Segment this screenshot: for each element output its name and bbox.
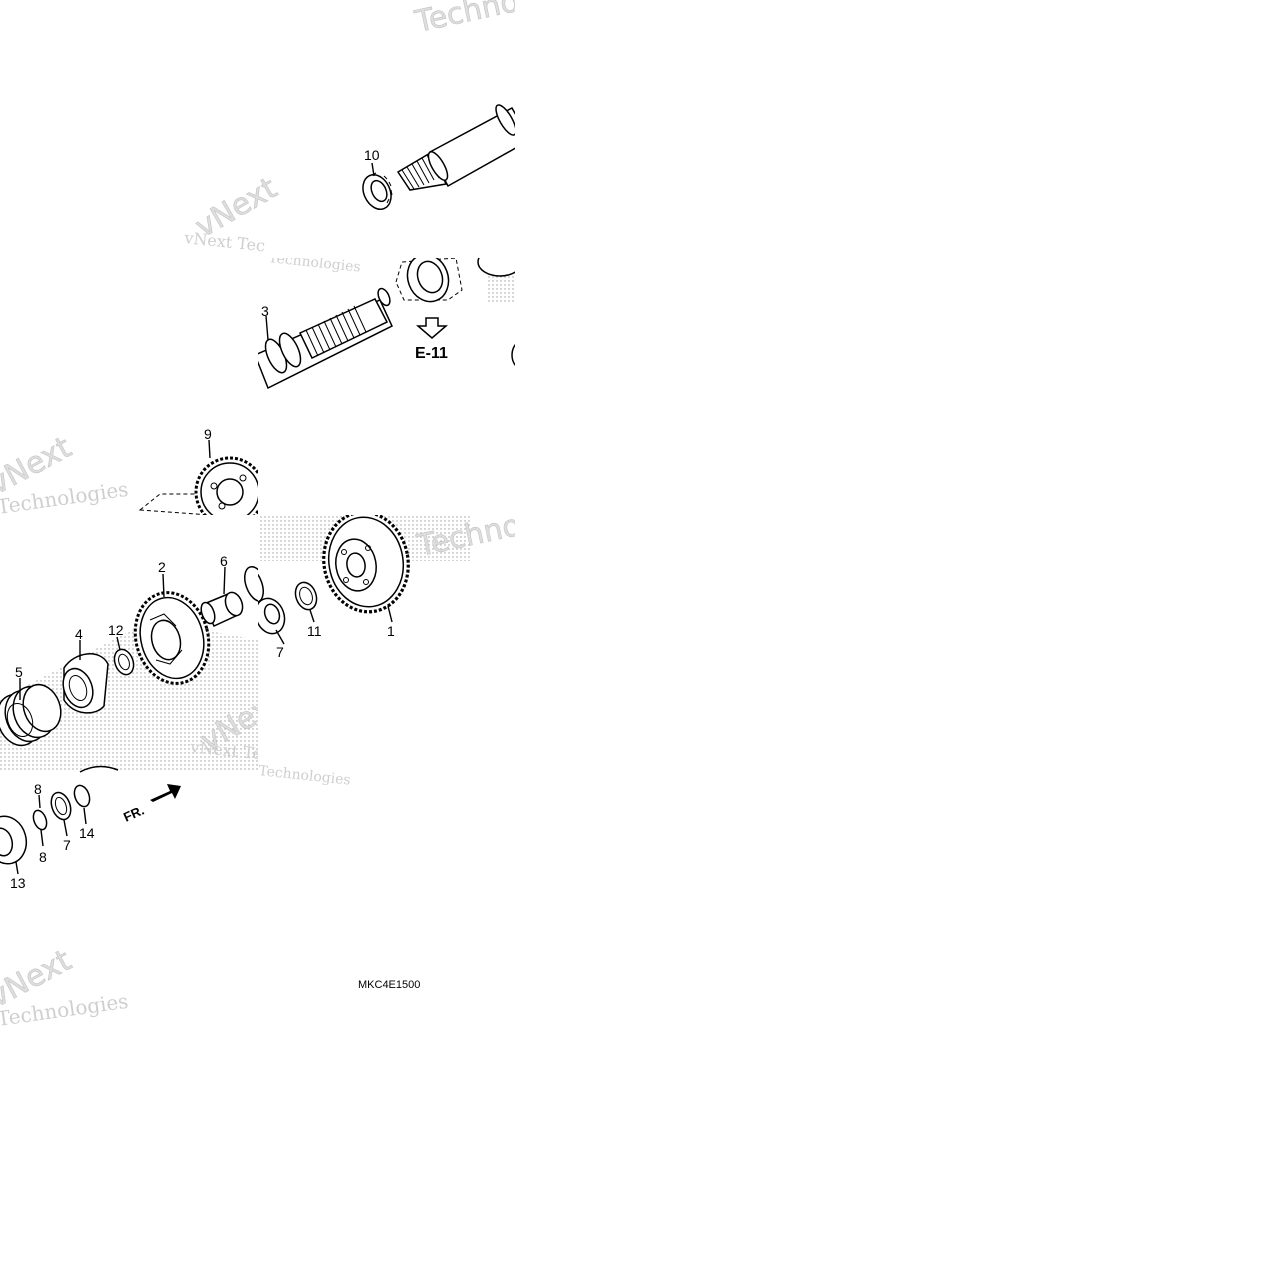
shaft-upper	[396, 104, 515, 191]
callout-8-upper: 8	[34, 781, 42, 797]
callout-15: 14	[79, 825, 95, 841]
gear-1	[322, 515, 410, 614]
circlip-8	[32, 809, 48, 831]
bearing-e11	[395, 258, 463, 303]
leader-10	[275, 629, 285, 645]
gear-9	[194, 456, 258, 515]
leader-8b	[40, 829, 44, 847]
callout-2: 2	[158, 559, 166, 575]
leader-7	[63, 819, 68, 837]
callout-14: 13	[10, 875, 26, 891]
spring-5	[0, 683, 62, 747]
countershaft-3	[258, 287, 393, 390]
leader-1	[387, 605, 393, 623]
gear-partial	[477, 258, 515, 367]
ring-15	[73, 784, 91, 808]
leader-8a	[38, 794, 41, 809]
lock-nut-11	[362, 172, 393, 210]
callout-13: 12	[108, 622, 124, 638]
gear-2	[133, 591, 211, 685]
watermark-bottom-left: vNext Technologies	[0, 943, 130, 1031]
watermark-left-upper: vNext Tec vNext	[183, 170, 284, 255]
front-direction-indicator: FR.	[121, 784, 181, 825]
watermark-text: Techno	[411, 0, 522, 40]
leader-14	[15, 861, 19, 875]
callout-12: 11	[307, 623, 322, 639]
callout-6: 6	[220, 553, 228, 569]
callout-8-lower: 8	[39, 849, 47, 865]
front-arrow-icon	[150, 784, 181, 802]
watermark-text: Technologies	[268, 250, 362, 276]
callout-7: 7	[63, 837, 71, 853]
reference-tag: E-11	[415, 345, 448, 362]
leader-6	[223, 566, 226, 595]
leader-12	[309, 609, 315, 623]
callout-3: 3	[261, 303, 269, 319]
callout-10: 7	[276, 644, 284, 660]
leader-3	[265, 315, 269, 341]
collar-6	[200, 591, 244, 627]
gear-partial-bottom	[79, 765, 119, 773]
leader-11	[371, 162, 375, 177]
callout-4: 4	[75, 626, 83, 642]
leader-13	[116, 636, 121, 651]
leader-15	[83, 807, 87, 825]
tile-gear-9: vNext Technologies	[0, 430, 258, 515]
leader-2	[162, 573, 165, 598]
tile-gear-1: Techno	[258, 515, 515, 635]
cam-4	[62, 653, 109, 714]
watermark-text: Technologies	[258, 763, 352, 789]
front-label: FR.	[121, 803, 146, 825]
washer-12	[294, 581, 318, 611]
tile-upper-shaft: Techno	[362, 0, 522, 210]
callout-1: 1	[387, 623, 395, 639]
tile-gear-2: vNext Tec vNext	[0, 565, 258, 770]
leader-9	[208, 439, 211, 459]
tile-countershaft: Technologies	[258, 250, 515, 390]
callout-5: 5	[15, 664, 23, 680]
bearing-14	[0, 815, 28, 865]
reference-arrow	[415, 317, 449, 339]
nut-10	[258, 597, 286, 635]
callout-11: 10	[364, 147, 380, 163]
washer-7	[50, 791, 72, 821]
diagram-code: MKC4E1500	[358, 979, 420, 991]
callout-9: 9	[204, 426, 212, 442]
